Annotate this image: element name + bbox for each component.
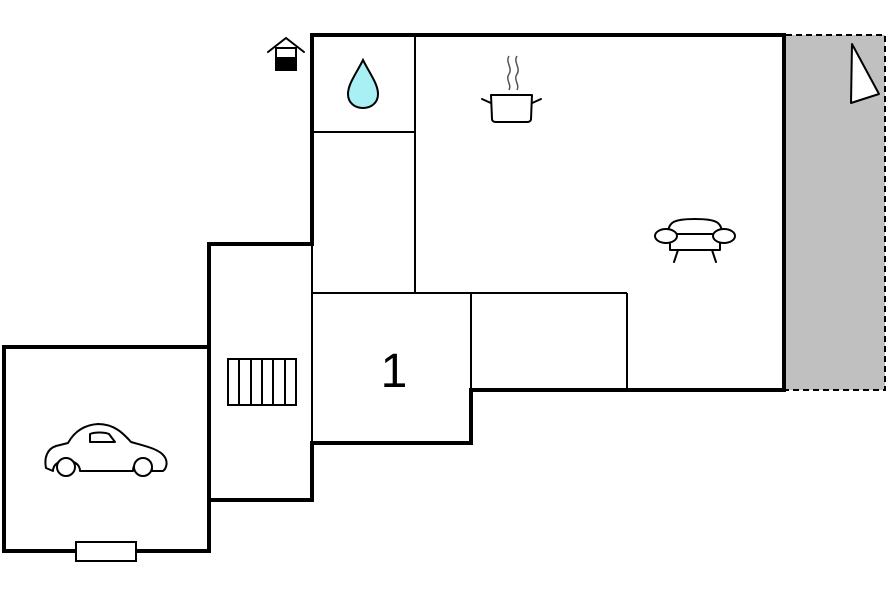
north-arrow-icon [850,43,880,104]
interior-walls [311,35,628,443]
car-icon [44,423,168,477]
room-number-label: 1 [381,345,408,398]
water-drop-icon [346,57,380,110]
sofa-icon [654,218,736,263]
window-icon [75,541,137,562]
cooking-pot-icon [481,55,542,123]
house-entrance-icon [267,36,305,71]
stairs-icon [227,358,297,406]
exterior-walls [2,33,786,553]
